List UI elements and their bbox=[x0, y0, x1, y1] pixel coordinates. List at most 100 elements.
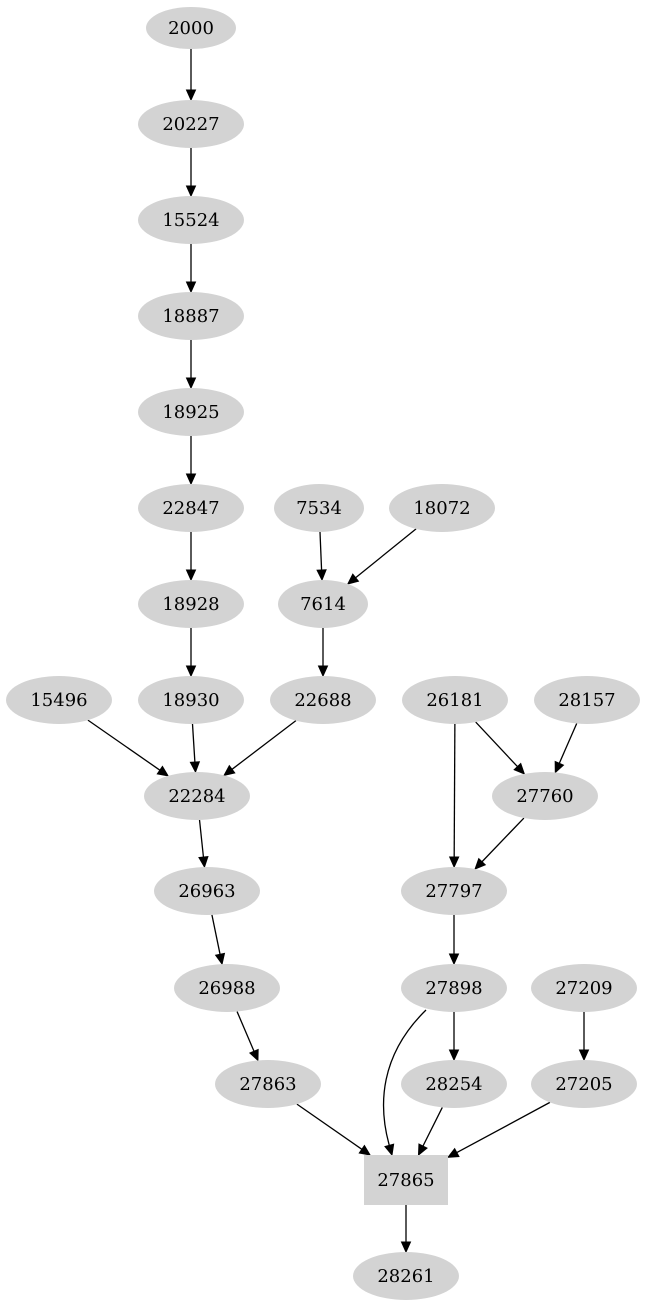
node-label: 18930 bbox=[162, 690, 219, 711]
edge-27209-to-27205 bbox=[578, 1012, 590, 1062]
node-22847: 22847 bbox=[138, 484, 244, 532]
node-shape bbox=[154, 867, 260, 915]
arrowhead bbox=[448, 856, 460, 869]
node-shape bbox=[138, 676, 244, 724]
node-shape bbox=[174, 964, 280, 1012]
node-28254: 28254 bbox=[401, 1060, 507, 1108]
edge-28254-to-27865 bbox=[417, 1107, 443, 1157]
edge-line bbox=[382, 1009, 427, 1146]
node-15496: 15496 bbox=[6, 676, 112, 724]
edge-line bbox=[211, 914, 221, 955]
node-label: 27863 bbox=[239, 1074, 296, 1095]
arrowhead bbox=[185, 473, 197, 486]
arrowhead bbox=[448, 953, 460, 966]
edge-7614-to-22688 bbox=[317, 628, 329, 678]
arrowhead bbox=[214, 952, 226, 966]
node-label: 18928 bbox=[162, 594, 219, 615]
edge-2000-to-20227 bbox=[185, 49, 197, 102]
edge-26963-to-26988 bbox=[211, 914, 226, 966]
node-shape bbox=[215, 1060, 321, 1108]
node-label: 22688 bbox=[294, 690, 351, 711]
node-shape bbox=[6, 676, 112, 724]
node-label: 20227 bbox=[162, 114, 219, 135]
node-label: 22284 bbox=[168, 786, 225, 807]
node-shape bbox=[146, 7, 236, 49]
arrowhead bbox=[358, 1144, 372, 1156]
edge-18072-to-7614 bbox=[346, 528, 417, 585]
node-shape bbox=[138, 196, 244, 244]
node-label: 28157 bbox=[558, 690, 615, 711]
arrowhead bbox=[513, 762, 526, 775]
node-label: 27760 bbox=[516, 786, 573, 807]
node-27797: 27797 bbox=[401, 867, 507, 915]
edge-line bbox=[191, 723, 196, 763]
node-shape bbox=[364, 1155, 448, 1205]
node-shape bbox=[389, 484, 495, 532]
node-label: 27898 bbox=[425, 978, 482, 999]
edge-7534-to-7614 bbox=[316, 531, 327, 582]
arrowhead bbox=[223, 764, 236, 777]
edge-22688-to-22284 bbox=[223, 720, 297, 777]
arrowhead bbox=[554, 760, 565, 774]
node-26181: 26181 bbox=[402, 676, 508, 724]
node-27760: 27760 bbox=[492, 772, 598, 820]
node-label: 27865 bbox=[377, 1170, 434, 1191]
node-label: 15496 bbox=[30, 690, 87, 711]
node-22284: 22284 bbox=[144, 772, 250, 820]
arrowhead bbox=[185, 89, 197, 102]
arrowhead bbox=[448, 1049, 460, 1062]
edge-27863-to-27865 bbox=[296, 1103, 372, 1156]
node-26963: 26963 bbox=[154, 867, 260, 915]
node-shape bbox=[534, 676, 640, 724]
node-shape bbox=[138, 100, 244, 148]
edges-layer bbox=[87, 49, 590, 1254]
node-label: 15524 bbox=[162, 210, 219, 231]
node-label: 18072 bbox=[413, 498, 470, 519]
node-label: 26963 bbox=[178, 881, 235, 902]
node-18930: 18930 bbox=[138, 676, 244, 724]
edge-22847-to-18928 bbox=[185, 532, 197, 582]
edge-18925-to-22847 bbox=[185, 436, 197, 486]
edge-line bbox=[231, 720, 297, 770]
node-27865: 27865 bbox=[364, 1155, 448, 1205]
node-label: 18887 bbox=[162, 306, 219, 327]
edge-27898-to-27865 bbox=[382, 1009, 427, 1157]
node-shape bbox=[401, 1060, 507, 1108]
arrowhead bbox=[185, 377, 197, 390]
edge-20227-to-15524 bbox=[185, 148, 197, 198]
node-27205: 27205 bbox=[531, 1060, 637, 1108]
arrowhead bbox=[317, 665, 329, 678]
node-shape bbox=[138, 388, 244, 436]
edge-22284-to-26963 bbox=[198, 819, 209, 869]
edge-26988-to-27863 bbox=[236, 1011, 259, 1062]
edge-26181-to-27797 bbox=[448, 723, 460, 869]
arrowhead bbox=[185, 281, 197, 294]
edge-line bbox=[198, 819, 205, 858]
edge-18928-to-18930 bbox=[185, 628, 197, 678]
edge-27898-to-28254 bbox=[448, 1012, 460, 1062]
node-27898: 27898 bbox=[401, 964, 507, 1012]
node-label: 22847 bbox=[162, 498, 219, 519]
node-shape bbox=[401, 964, 507, 1012]
node-label: 27205 bbox=[555, 1074, 612, 1095]
node-20227: 20227 bbox=[138, 100, 244, 148]
edge-line bbox=[475, 721, 518, 768]
edge-27205-to-27865 bbox=[446, 1101, 551, 1158]
node-15524: 15524 bbox=[138, 196, 244, 244]
edge-28157-to-27760 bbox=[554, 723, 578, 774]
node-28157: 28157 bbox=[534, 676, 640, 724]
edge-27865-to-28261 bbox=[400, 1205, 412, 1254]
edge-15496-to-22284 bbox=[87, 719, 170, 777]
node-shape bbox=[274, 484, 364, 532]
arrowhead bbox=[446, 1147, 460, 1158]
node-shape bbox=[138, 292, 244, 340]
node-label: 18925 bbox=[162, 402, 219, 423]
arrowhead bbox=[474, 857, 487, 870]
edge-line bbox=[87, 719, 161, 771]
edge-line bbox=[236, 1011, 255, 1052]
node-label: 27797 bbox=[425, 881, 482, 902]
edge-26181-to-27760 bbox=[475, 721, 526, 775]
node-27209: 27209 bbox=[531, 964, 637, 1012]
